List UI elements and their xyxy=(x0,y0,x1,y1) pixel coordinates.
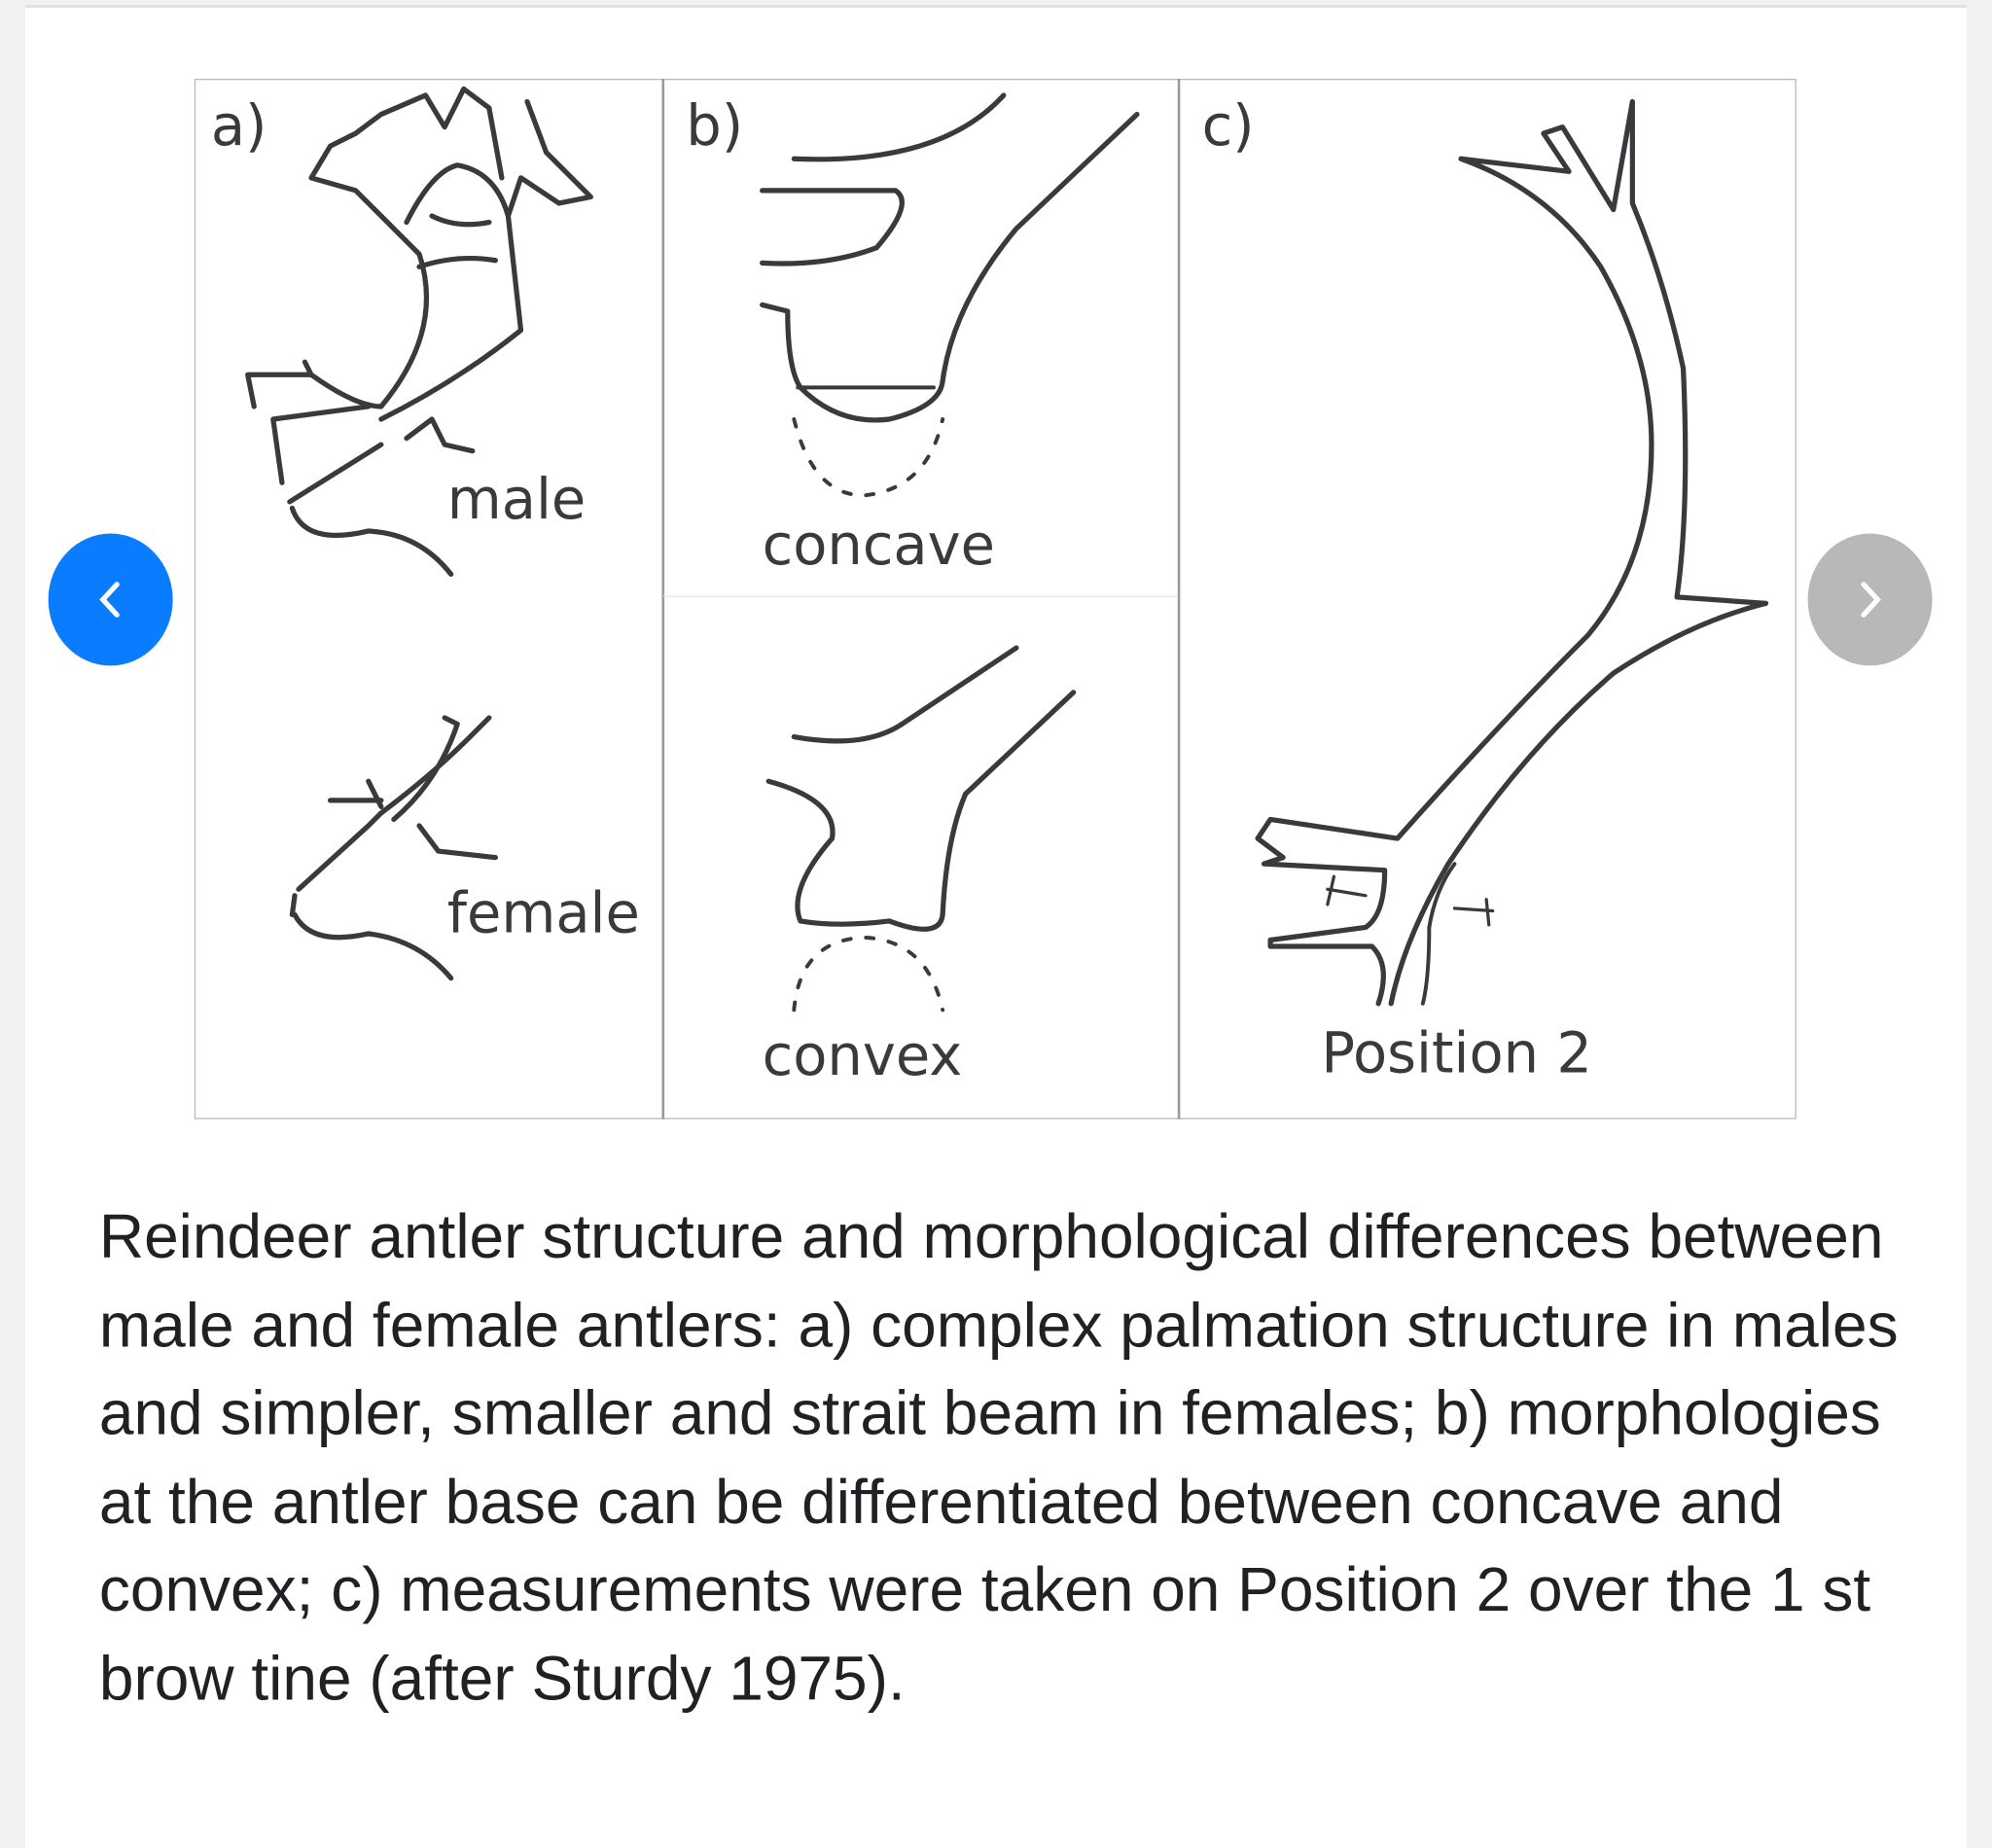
previous-image-button[interactable] xyxy=(48,533,173,666)
panel-divider xyxy=(1177,78,1180,1119)
figure-caption: Reindeer antler structure and morphologi… xyxy=(98,1202,1899,1714)
position-2-antler-drawing xyxy=(1255,98,1769,1007)
panel-a-tag: a) xyxy=(210,93,267,160)
next-image-button[interactable] xyxy=(1807,533,1933,666)
female-label: female xyxy=(446,881,640,947)
male-antler-drawing xyxy=(245,86,593,577)
panel-c-tag: c) xyxy=(1201,93,1255,160)
convex-label: convex xyxy=(762,1023,963,1089)
chevron-right-icon xyxy=(1861,582,1881,618)
position-2-label: Position 2 xyxy=(1321,1021,1592,1086)
panel-divider xyxy=(661,78,664,1119)
concave-base-drawing xyxy=(760,92,1140,498)
panel-divider xyxy=(662,595,1178,597)
convex-base-drawing xyxy=(765,645,1077,1013)
chevron-left-icon xyxy=(99,582,120,618)
concave-label: concave xyxy=(762,513,996,579)
female-antler-drawing xyxy=(289,715,498,981)
panel-b-tag: b) xyxy=(686,93,744,160)
male-label: male xyxy=(446,467,587,533)
